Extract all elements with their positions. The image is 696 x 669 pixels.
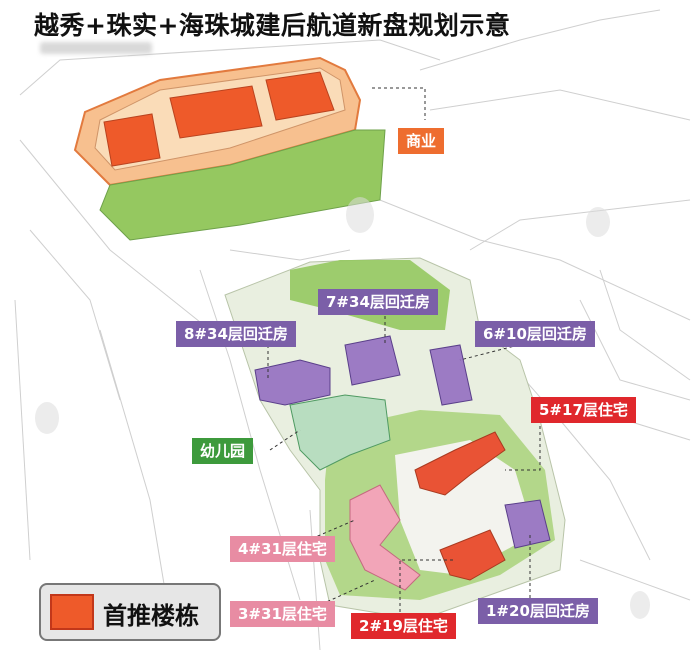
label-building-5: 5#17层住宅 [531,397,636,423]
commercial-building-1 [103,113,161,167]
label-building-6: 6#10层回迁房 [475,321,595,347]
label-building-3: 3#31层住宅 [230,601,335,627]
label-commercial: 商业 [398,128,445,154]
blurred-watermark [40,42,152,54]
road-lines [14,9,691,651]
label-building-7: 7#34层回迁房 [318,289,438,315]
building-8 [254,359,331,406]
label-kindergarten: 幼儿园 [192,438,254,464]
building-6 [429,344,473,406]
commercial-building-3 [265,71,335,121]
legend-box: 首推楼栋 [39,583,221,641]
building-4-and-3 [349,484,421,591]
map-title: 越秀+珠实+海珠城建后航道新盘规划示意 [34,11,511,40]
commercial-green-space [99,129,386,241]
building-1 [504,499,551,549]
label-building-2: 2#19层住宅 [351,613,456,639]
commercial-leader-line [372,87,426,120]
legend-label: 首推楼栋 [103,602,199,630]
watermark-marks [35,197,650,619]
legend-swatch [50,594,94,630]
building-5 [414,431,506,496]
label-building-1: 1#20层回迁房 [478,598,598,624]
commercial-building-2 [169,85,263,139]
label-building-4: 4#31层住宅 [230,536,335,562]
residential-compound [224,257,566,621]
kindergarten-building [289,394,391,471]
building-2 [439,529,506,581]
label-building-8: 8#34层回迁房 [176,321,296,347]
commercial-plot [73,56,386,241]
building-7 [344,335,401,386]
